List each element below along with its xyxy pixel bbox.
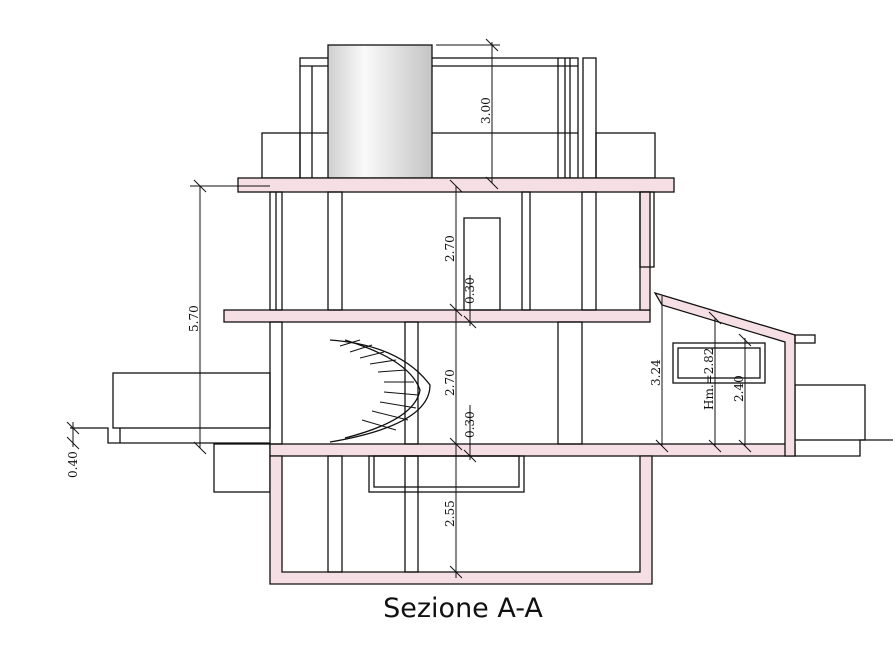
dim-annex-max: 3.24: [649, 359, 663, 386]
dim-first-floor: 2.70: [443, 235, 457, 262]
dimension-labels: 5.70 3.00 2.70 0.30 2.70 0.30 2.55 3.24 …: [66, 97, 746, 527]
water-tank: [327, 44, 433, 179]
dim-annex-mean: Hm.=2.82: [702, 348, 716, 410]
dim-ground-slab: 0.30: [463, 411, 477, 438]
dim-first-slab: 0.30: [463, 277, 477, 304]
walls: [269, 191, 766, 573]
roof-structure: [261, 44, 656, 179]
dim-ground-floor: 2.70: [443, 369, 457, 396]
dim-annex-min: 2.40: [732, 375, 746, 402]
drawing-title: Sezione A-A: [383, 593, 543, 624]
dim-roof: 3.00: [479, 97, 493, 124]
dim-basement: 2.55: [443, 500, 457, 527]
terrain: [70, 372, 893, 493]
dimension-lines: [66, 38, 752, 579]
dim-total-height: 5.70: [187, 305, 201, 332]
slabs: [223, 177, 816, 585]
spiral-staircase: [329, 339, 431, 443]
dim-terrain-step: 0.40: [66, 451, 80, 478]
